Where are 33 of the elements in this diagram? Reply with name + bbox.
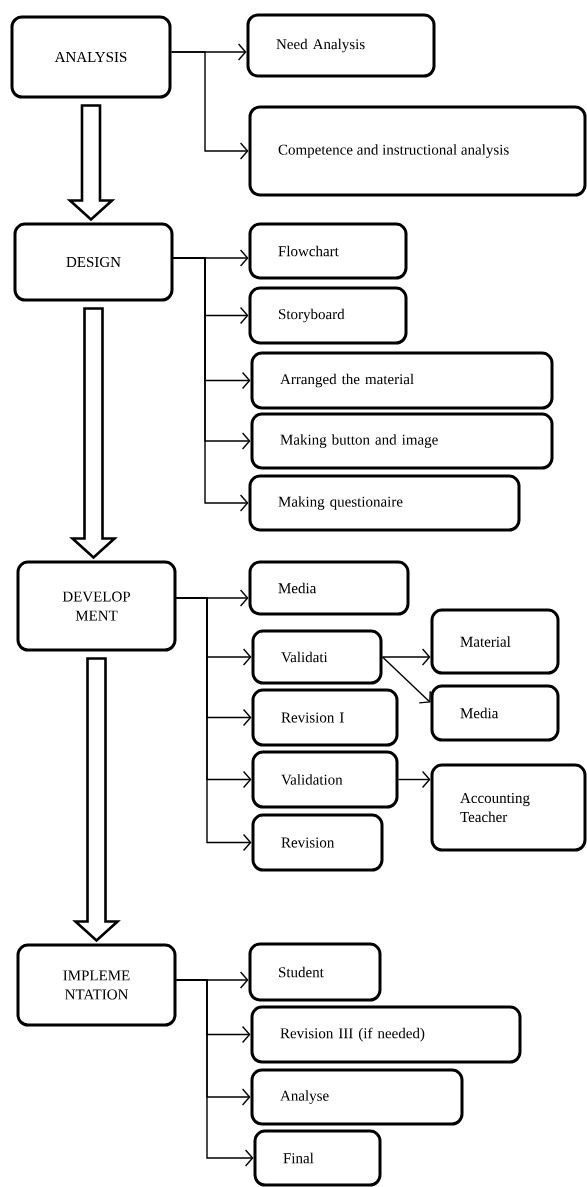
- step-box: Revision I: [251, 688, 399, 747]
- phase-box: DESIGN: [13, 222, 174, 302]
- step-box: Student: [248, 942, 382, 1002]
- arrow: [172, 257, 249, 512]
- arrow: [397, 770, 431, 789]
- step-box: Validati: [251, 629, 383, 685]
- step-box: Media: [430, 684, 560, 742]
- step-box: Making questionaire: [248, 474, 521, 532]
- block-arrow: [66, 104, 116, 222]
- block-arrow: [69, 307, 118, 560]
- phase-box: IMPLEME NTATION: [16, 943, 177, 1027]
- arrow: [381, 656, 431, 704]
- arrow: [175, 979, 254, 1167]
- step-box: Media: [248, 560, 410, 616]
- step-box: Need Analysis: [246, 13, 436, 78]
- arrow: [381, 648, 431, 666]
- step-box: Material: [430, 608, 560, 675]
- step-box: Final: [253, 1129, 382, 1187]
- block-arrow: [72, 657, 121, 943]
- phase-box: ANALYSIS: [10, 15, 172, 99]
- step-box: Analyse: [250, 1068, 464, 1126]
- step-box: Making button and image: [250, 412, 554, 470]
- step-box: Validation: [251, 750, 399, 809]
- step-box: Revision: [251, 813, 384, 872]
- phase-box: DEVELOP MENT: [16, 560, 177, 652]
- step-box: Accounting Teacher: [430, 763, 587, 852]
- arrow: [170, 51, 249, 160]
- arrow: [175, 597, 252, 852]
- step-box: Arranged the material: [250, 351, 554, 410]
- step-box: Storyboard: [248, 286, 408, 345]
- step-box: Revision III (if needed): [250, 1005, 522, 1064]
- step-box: Flowchart: [248, 222, 408, 280]
- step-box: Competence and instructional analysis: [248, 105, 587, 197]
